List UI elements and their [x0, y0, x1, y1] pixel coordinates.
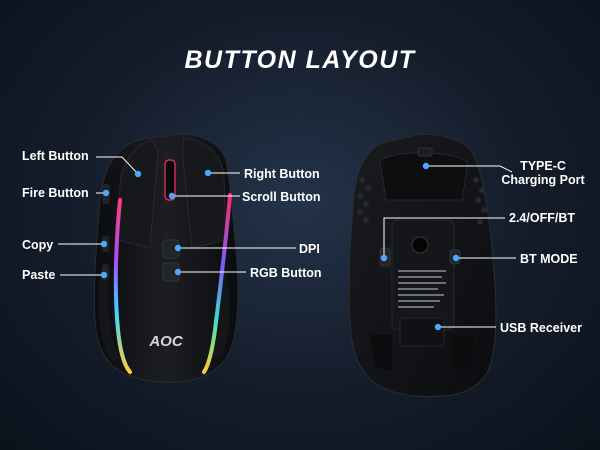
brand-logo: AOC — [148, 333, 184, 350]
page-title: BUTTON LAYOUT — [184, 46, 416, 74]
label-copy: Copy — [22, 238, 54, 252]
label-rgb-button: RGB Button — [250, 266, 322, 280]
label-scroll-button: Scroll Button — [242, 190, 321, 204]
label-type-c: TYPE-C Charging Port — [500, 159, 586, 187]
label-type-c-line2: Charging Port — [501, 173, 585, 187]
mouse-bottom-view — [348, 133, 497, 398]
label-fire-button: Fire Button — [22, 186, 89, 200]
label-left-button: Left Button — [22, 149, 89, 163]
label-dpi: DPI — [299, 242, 320, 256]
mouse-top-view: AOC — [93, 133, 239, 383]
label-usb-receiver: USB Receiver — [500, 321, 582, 335]
label-type-c-line1: TYPE-C — [520, 159, 566, 173]
label-paste: Paste — [22, 268, 56, 282]
label-right-button: Right Button — [244, 167, 320, 181]
label-mode-switch: 2.4/OFF/BT — [509, 211, 575, 225]
callout-lines — [58, 156, 516, 328]
label-bt-mode: BT MODE — [520, 252, 578, 266]
callout-dots — [100, 162, 460, 331]
